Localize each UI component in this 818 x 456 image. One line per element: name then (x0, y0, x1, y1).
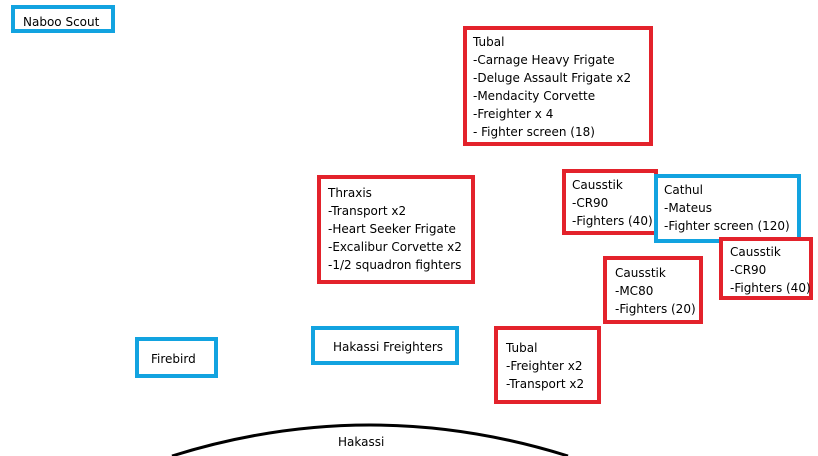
hakassi-freighters-label: Hakassi Freighters (333, 340, 444, 354)
tubal-main-item: -Carnage Heavy Frigate (473, 53, 615, 67)
causstik-1-item: -Fighters (40) (572, 214, 653, 228)
tubal-small-item: -Transport x2 (506, 377, 585, 391)
hakassi-freighters-box: Hakassi Freighters (311, 326, 459, 365)
cathul-title: Cathul (664, 183, 703, 197)
thraxis-item: -Transport x2 (328, 204, 407, 218)
causstik-1-item: -CR90 (572, 196, 609, 210)
tubal-main-title: Tubal (473, 35, 505, 49)
tubal-main-item: -Freighter x 4 (473, 107, 554, 121)
thraxis-item: -1/2 squadron fighters (328, 258, 462, 272)
thraxis-title: Thraxis (328, 186, 372, 200)
naboo-scout-label: Naboo Scout (23, 15, 100, 29)
cathul-item: -Fighter screen (120) (664, 219, 790, 233)
causstik-3-title: Causstik (730, 245, 781, 259)
tubal-main-item: -Deluge Assault Frigate x2 (473, 71, 632, 85)
firebird-label: Firebird (151, 352, 196, 366)
tubal-small-item: -Freighter x2 (506, 359, 583, 373)
tubal-main-fleet-box: Tubal -Carnage Heavy Frigate -Deluge Ass… (463, 26, 653, 146)
causstik-1-box: Causstik -CR90 -Fighters (40) (562, 169, 658, 235)
planet-label: Hakassi (338, 435, 385, 449)
cathul-item: -Mateus (664, 201, 712, 215)
causstik-2-item: -Fighters (20) (615, 302, 696, 316)
causstik-3-box: Causstik -CR90 -Fighters (40) (719, 237, 813, 300)
tubal-small-title: Tubal (506, 341, 538, 355)
causstik-3-item: -Fighters (40) (730, 281, 811, 295)
thraxis-box: Thraxis -Transport x2 -Heart Seeker Frig… (317, 175, 475, 284)
cathul-box: Cathul -Mateus -Fighter screen (120) (654, 174, 801, 243)
thraxis-item: -Excalibur Corvette x2 (328, 240, 462, 254)
firebird-box: Firebird (135, 337, 218, 378)
causstik-2-item: -MC80 (615, 284, 654, 298)
causstik-1-title: Causstik (572, 178, 623, 192)
planet-arc-path (171, 423, 569, 456)
tubal-main-item: - Fighter screen (18) (473, 125, 595, 139)
tubal-main-item: -Mendacity Corvette (473, 89, 596, 103)
naboo-scout-box: Naboo Scout (11, 5, 115, 33)
causstik-2-title: Causstik (615, 266, 666, 280)
tubal-small-box: Tubal -Freighter x2 -Transport x2 (494, 326, 601, 404)
thraxis-item: -Heart Seeker Frigate (328, 222, 456, 236)
causstik-2-box: Causstik -MC80 -Fighters (20) (603, 256, 703, 324)
causstik-3-item: -CR90 (730, 263, 767, 277)
